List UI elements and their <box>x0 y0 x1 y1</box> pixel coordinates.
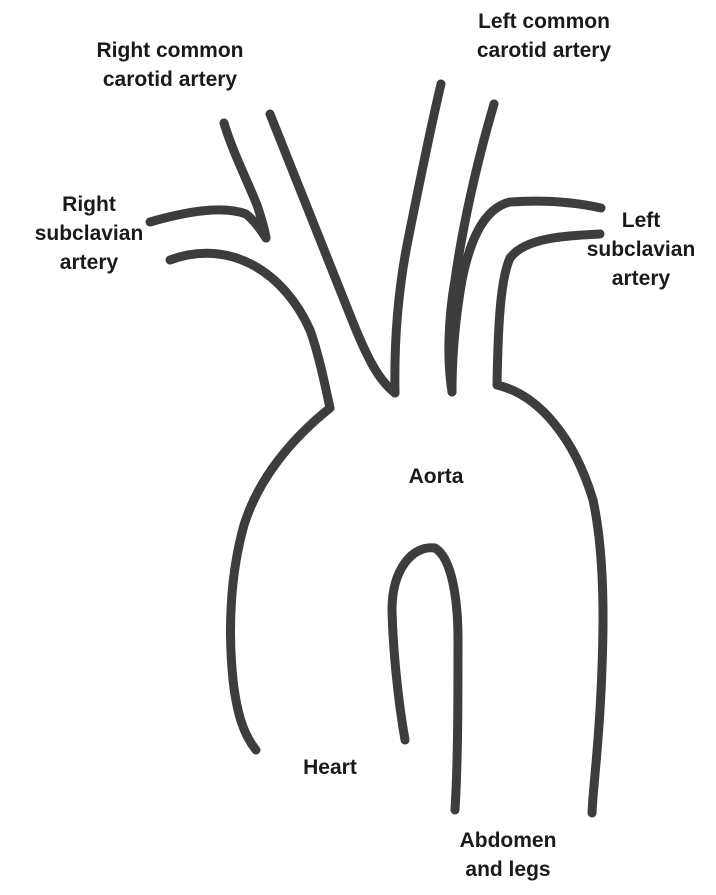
left-subclavian-lower-wall-and-descending-aorta <box>497 234 603 813</box>
label-abdomen-and-legs: Abdomen and legs <box>438 826 578 884</box>
right-subclavian-upper-wall <box>150 210 266 238</box>
inner-aortic-arch <box>392 548 458 810</box>
right-common-carotid-outer-wall <box>224 123 266 238</box>
left-common-carotid-left-wall <box>395 84 441 393</box>
right-subclavian-lower-wall-and-ascending-aorta <box>170 253 330 750</box>
label-left-common-carotid-artery: Left common carotid artery <box>434 7 654 65</box>
label-heart: Heart <box>280 753 380 782</box>
right-common-carotid-inner-wall <box>270 114 395 393</box>
label-right-subclavian-artery: Right subclavian artery <box>24 190 154 277</box>
label-left-subclavian-artery: Left subclavian artery <box>566 206 716 293</box>
label-right-common-carotid-artery: Right common carotid artery <box>60 36 280 94</box>
label-aorta: Aorta <box>386 462 486 491</box>
